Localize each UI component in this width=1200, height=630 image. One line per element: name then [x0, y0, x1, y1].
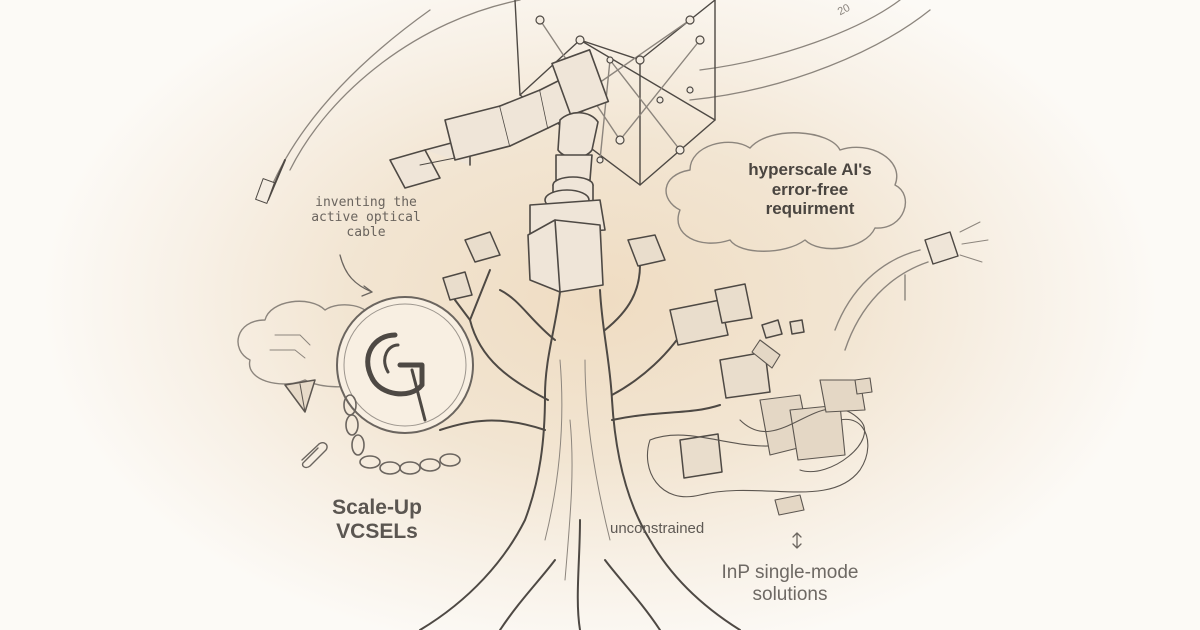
label-inp-single-mode: InP single-mode solutions	[721, 562, 859, 605]
label-hyperscale-requirement: hyperscale AI's error-free requirment	[748, 160, 872, 219]
optical-connector-icon	[389, 48, 610, 189]
fiber-cable-icon	[255, 159, 286, 204]
scribble-heap	[646, 339, 873, 516]
cloud-icon-right	[665, 132, 906, 252]
label-unconstrained: unconstrained	[610, 520, 705, 537]
paperclip-icon	[301, 442, 328, 469]
vertical-connector-icon	[527, 111, 606, 293]
chain-icon	[343, 394, 461, 475]
gem-icon	[284, 379, 316, 413]
label-active-optical-cable: inventing the active optical cable	[311, 195, 421, 240]
network-cube-icon	[514, 0, 716, 186]
laser-cable-icon	[834, 221, 989, 351]
logo-coin-icon	[336, 296, 474, 434]
cube-icons	[442, 231, 805, 479]
tree-icon	[419, 264, 741, 630]
arrow-indicators	[339, 254, 802, 549]
label-scale-up-vcsels: Scale-Up VCSELs	[332, 496, 422, 544]
